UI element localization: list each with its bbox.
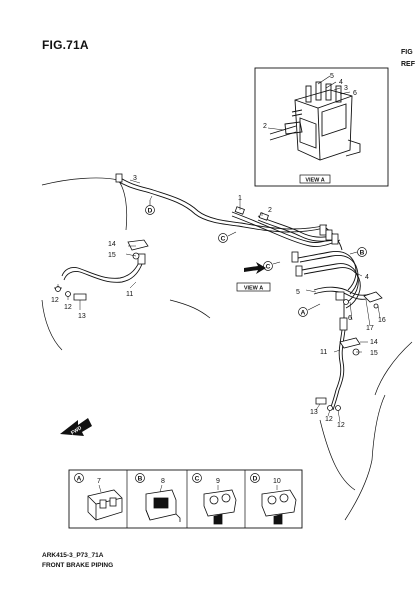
ref-letter-c-upper: C [221, 236, 226, 243]
callout-13-left: 13 [78, 313, 86, 320]
inset-callout-4: 4 [339, 79, 343, 86]
ref-letter-d: D [148, 208, 153, 215]
callout-2: 2 [268, 207, 272, 214]
clip-9-icon [203, 489, 237, 525]
callout-3: 3 [133, 175, 137, 182]
clip-detail-a: A 7 [74, 473, 123, 521]
inset-callout-6: 6 [353, 90, 357, 97]
callout-12-right: 12 [325, 416, 333, 423]
clip-detail-b: B 8 [135, 473, 181, 522]
callout-15-left: 15 [108, 252, 116, 259]
callout-12-right-b: 12 [337, 422, 345, 429]
part-number-7: 7 [97, 478, 101, 485]
callout-15-right: 15 [370, 350, 378, 357]
callout-numbers: 1 2 3 4 5 6 11 12 12 13 14 15 16 17 14 1… [51, 175, 386, 429]
view-a-label: VIEW A [244, 286, 263, 292]
callout-11-right: 11 [320, 349, 327, 356]
inset-leaders [267, 75, 351, 131]
pipe-fittings [115, 173, 348, 331]
callout-11-left: 11 [126, 291, 133, 298]
detail-letter-b: B [138, 476, 143, 483]
diagram-ref-letters: D C C B A [145, 205, 367, 317]
view-a-pointer: VIEW A [236, 262, 271, 292]
part-number-9: 9 [216, 478, 220, 485]
brackets-and-bolts [54, 239, 383, 411]
callout-1: 1 [238, 195, 242, 202]
callout-14-right: 14 [370, 339, 378, 346]
abs-hydraulic-unit [269, 81, 361, 161]
part-number-10: 10 [273, 478, 281, 485]
footer-title: FRONT BRAKE PIPING [42, 562, 114, 569]
adjacent-figure-ref: FIG REF [401, 47, 415, 71]
inset-view-a-box [299, 174, 331, 184]
inset-callout-2: 2 [263, 123, 267, 130]
body-contours [41, 177, 413, 521]
detail-letter-a: A [77, 476, 82, 483]
clip-details-frame [68, 469, 303, 529]
callout-12-left: 12 [51, 297, 59, 304]
ref-letter-c-lower: C [266, 264, 271, 271]
callout-14-left: 14 [108, 241, 116, 248]
inset-callout-3: 3 [344, 85, 348, 92]
view-arrow-icon [244, 262, 266, 274]
detail-letter-c: C [195, 476, 200, 483]
ref-arrows [149, 200, 358, 311]
part-number-8: 8 [161, 478, 165, 485]
clip-details: A 7 B 8 C 9 [68, 469, 303, 529]
clip-7-icon [87, 489, 123, 521]
fwd-arrow-icon [60, 418, 92, 436]
view-a-box [236, 282, 271, 292]
callout-6: 6 [348, 315, 352, 322]
leader-lines [57, 179, 381, 423]
callout-12-left-b: 12 [64, 304, 72, 311]
fwd-label: FWD [70, 425, 83, 436]
inset-view-a-label: VIEW A [305, 178, 324, 184]
callout-4: 4 [365, 274, 369, 281]
adjacent-figure-ref-line2: REF [401, 61, 415, 68]
callout-5: 5 [296, 289, 300, 296]
clip-8-icon [145, 489, 181, 522]
view-a-inset: 5 4 3 6 2 VIEW A [254, 67, 389, 187]
adjacent-figure-ref-line1: FIG [401, 49, 413, 56]
brake-pipes [61, 176, 373, 411]
clip-detail-c: C 9 [192, 473, 237, 525]
callout-17: 17 [366, 325, 374, 332]
callout-13-right: 13 [310, 409, 318, 416]
footer-code: ARK415-3_P73_71A [42, 552, 104, 559]
ref-letter-a: A [301, 310, 306, 317]
clip-detail-d: D 10 [250, 473, 297, 525]
clip-10-icon [261, 489, 297, 525]
inset-callout-5: 5 [330, 73, 334, 80]
figure-title: FIG.71A [42, 38, 89, 52]
fwd-arrow: FWD [60, 418, 92, 436]
ref-letter-b: B [360, 250, 365, 257]
callout-16: 16 [378, 317, 386, 324]
detail-letter-d: D [253, 476, 258, 483]
inset-frame [254, 67, 389, 187]
